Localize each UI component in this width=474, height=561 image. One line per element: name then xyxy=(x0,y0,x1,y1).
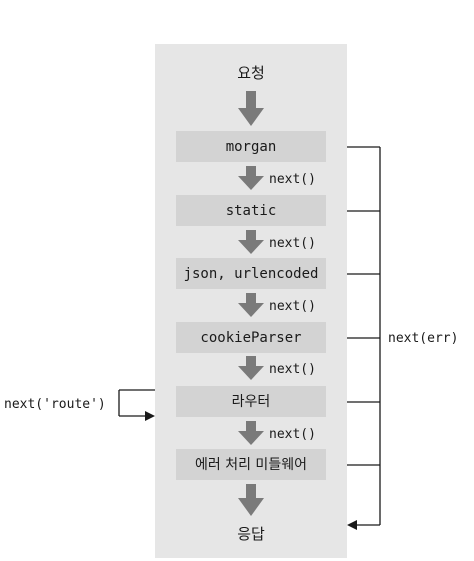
next-label-3: next() xyxy=(269,299,316,314)
request-label: 요청 xyxy=(237,64,265,82)
stage-label-cookieparser: cookieParser xyxy=(200,330,301,346)
down-arrow-icon xyxy=(238,230,264,254)
arrowhead-icon xyxy=(145,411,155,421)
stage-box-json-urlencoded xyxy=(176,258,326,289)
next-route-label: next('route') xyxy=(4,397,106,412)
stage-box-router xyxy=(176,386,326,417)
route-skip-loop xyxy=(118,389,155,417)
response-label: 응답 xyxy=(237,525,265,543)
next-label-4: next() xyxy=(269,362,316,377)
stage-label-static: static xyxy=(226,203,277,219)
next-label-2: next() xyxy=(269,236,316,251)
stage-box-morgan xyxy=(176,131,326,162)
down-arrow-icon xyxy=(238,166,264,190)
stage-box-static xyxy=(176,195,326,226)
down-arrow-icon xyxy=(238,293,264,317)
stage-box-error-middleware xyxy=(176,449,326,480)
stage-label-json-urlencoded: json, urlencoded xyxy=(184,266,319,282)
next-label-5: next() xyxy=(269,427,316,442)
stage-label-router: 라우터 xyxy=(232,394,271,410)
down-arrow-icon xyxy=(238,484,264,516)
stage-box-cookieparser xyxy=(176,322,326,353)
next-err-label: next(err) xyxy=(388,331,458,346)
down-arrow-icon xyxy=(238,91,264,126)
next-label-1: next() xyxy=(269,172,316,187)
down-arrow-icon xyxy=(238,356,264,380)
stage-label-morgan: morgan xyxy=(226,139,277,155)
arrowhead-icon xyxy=(347,520,357,530)
stage-label-error-middleware: 에러 처리 미들웨어 xyxy=(195,457,307,473)
error-skip-bracket xyxy=(347,146,381,526)
down-arrow-icon xyxy=(238,421,264,445)
